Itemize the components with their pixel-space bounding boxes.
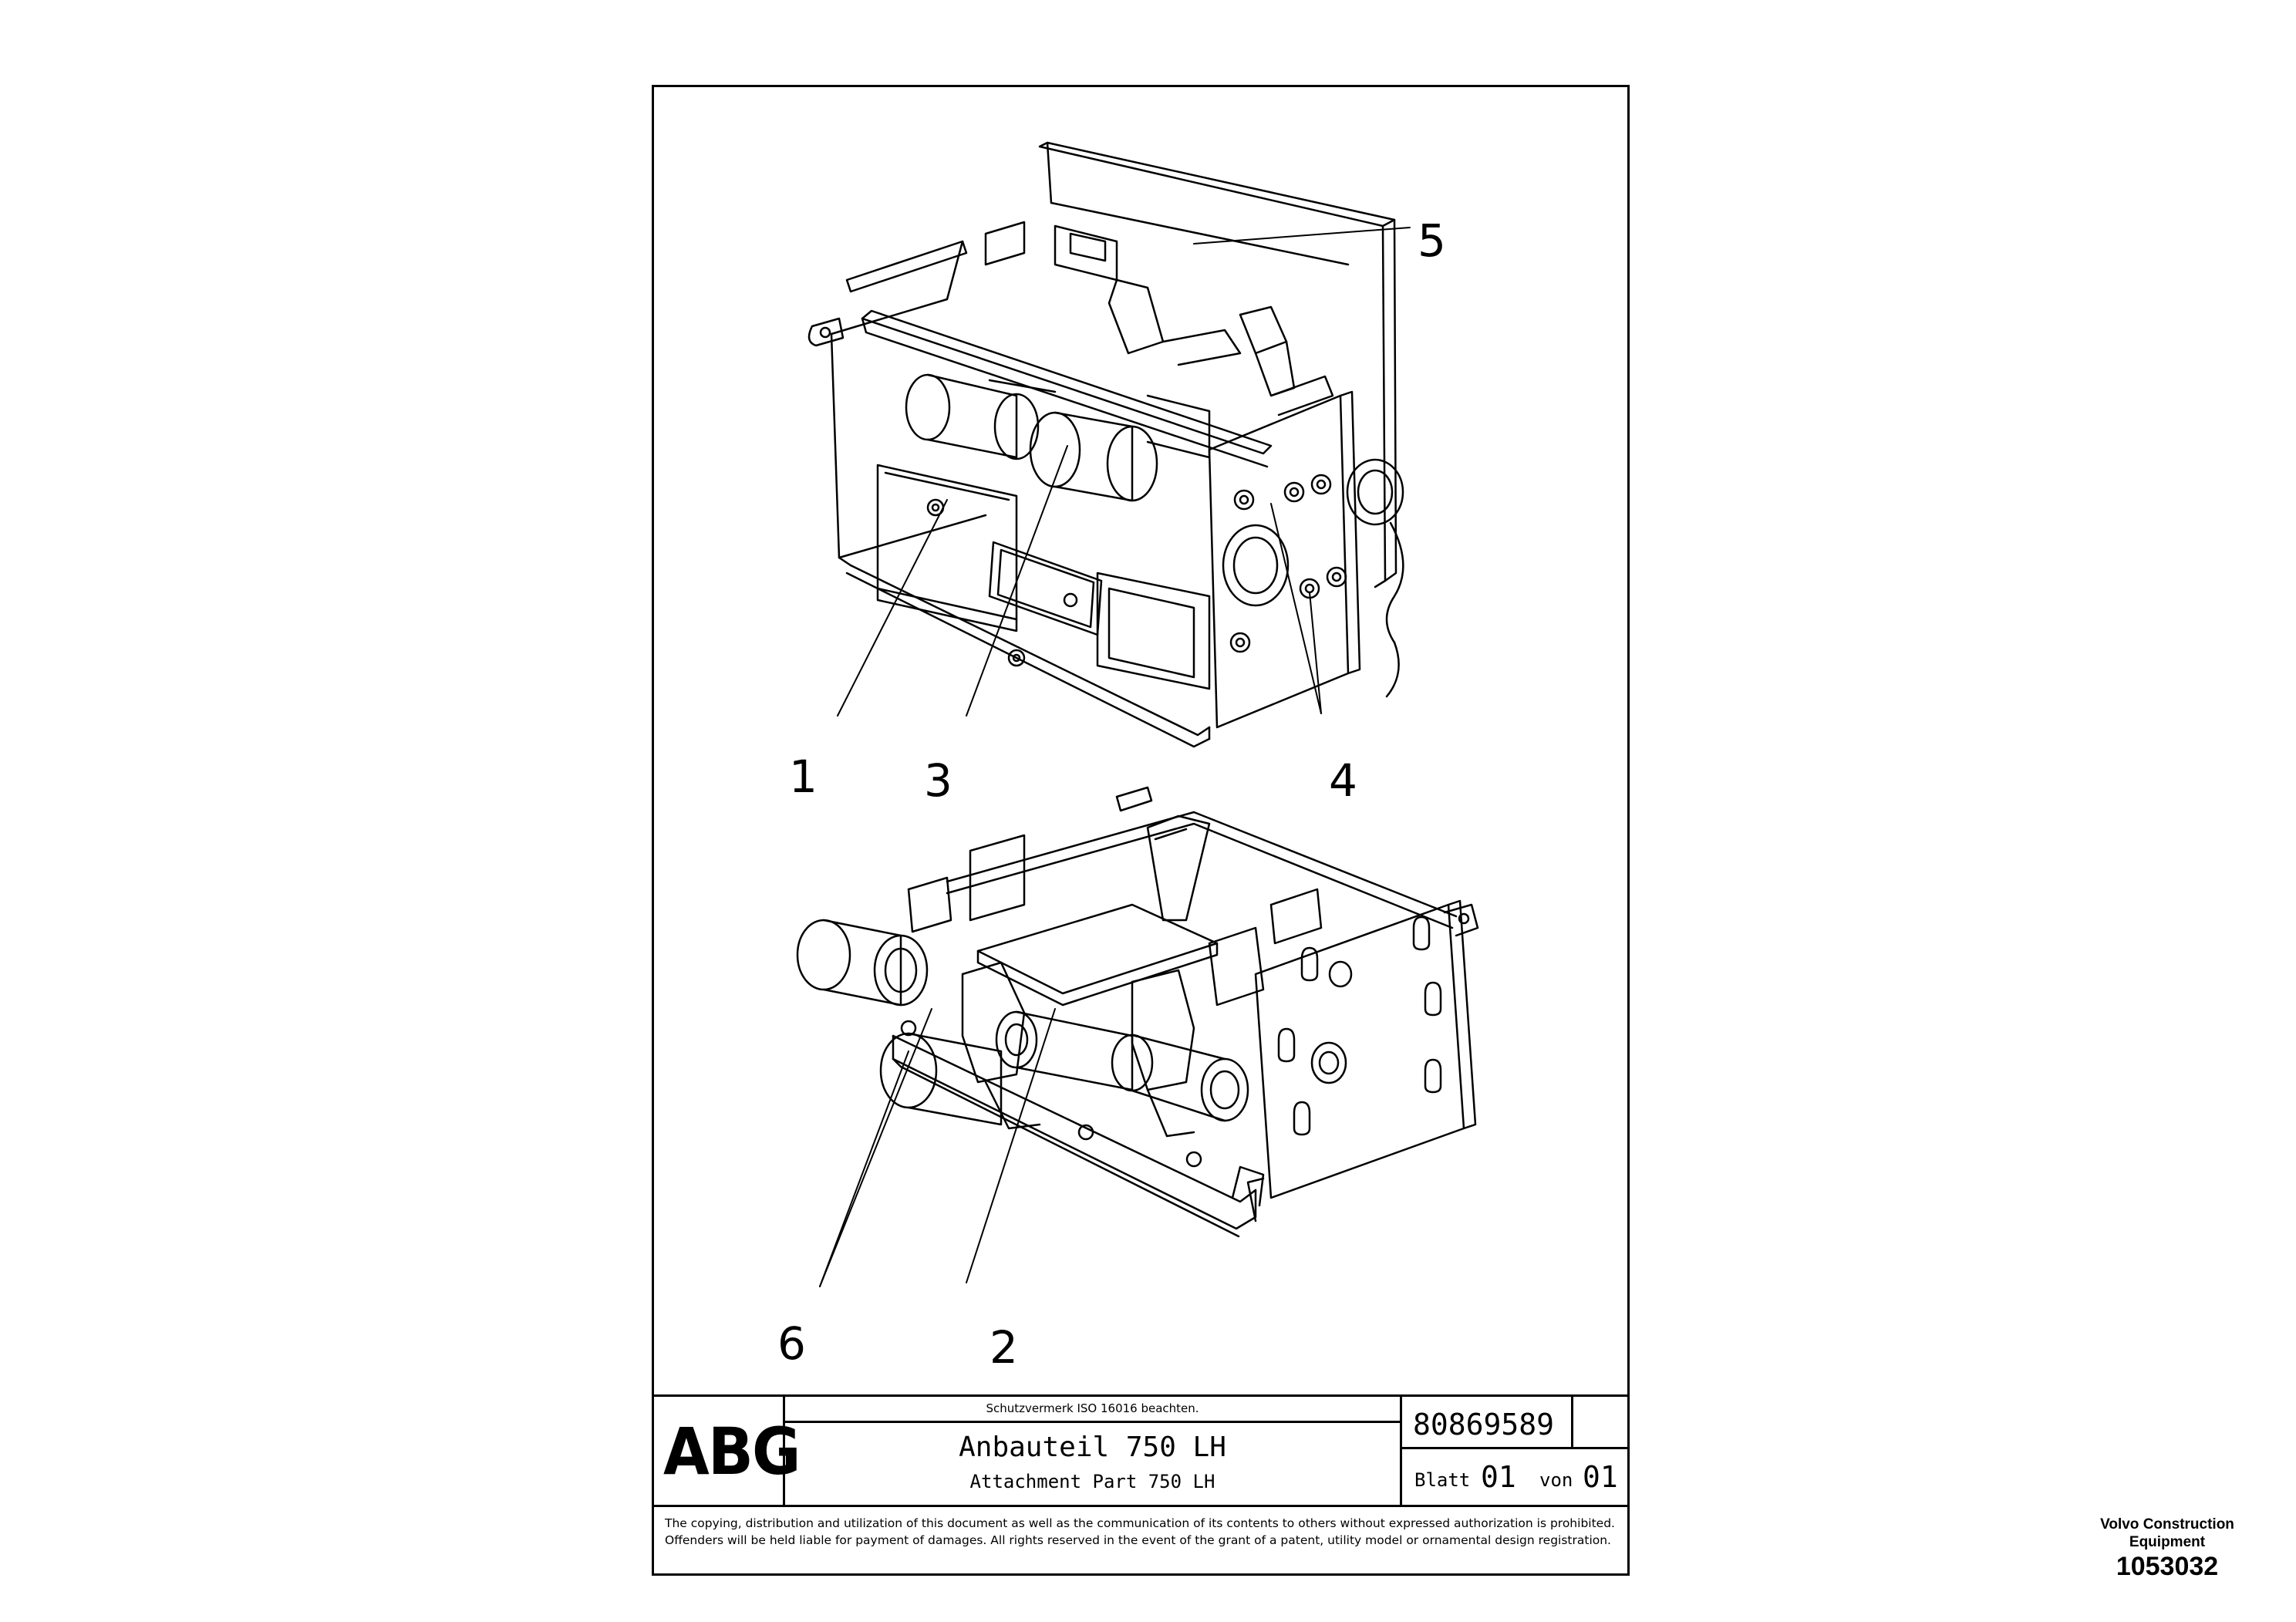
exploded-view-illustration — [796, 141, 1479, 1287]
publisher-name: Volvo Construction Equipment — [2100, 1516, 2234, 1550]
sheet-total: 01 — [1583, 1460, 1618, 1494]
callout-3: 3 — [924, 754, 952, 807]
abg-logo: ABG — [663, 1414, 801, 1489]
title-german: Anbauteil 750 LH — [959, 1431, 1226, 1463]
sheet-number: 01 — [1481, 1460, 1516, 1494]
illustration-id: 1053032 — [2116, 1552, 2219, 1581]
protection-note: Schutzvermerk ISO 16016 beachten. — [785, 1397, 1400, 1423]
callout-2: 2 — [990, 1321, 1018, 1374]
logo-cell: ABG — [654, 1397, 801, 1505]
end-plate-keyholes — [1277, 916, 1442, 1136]
callout-4: 4 — [1329, 754, 1357, 807]
top-assembly-illustration — [807, 141, 1411, 748]
title-cell: Schutzvermerk ISO 16016 beachten. Anbaut… — [785, 1397, 1402, 1505]
bottom-assembly-illustration — [796, 786, 1479, 1287]
title-block: ABG Schutzvermerk ISO 16016 beachten. An… — [654, 1394, 1627, 1573]
callout-1: 1 — [789, 750, 818, 803]
publisher-stamp: Volvo Construction Equipment 1053032 — [2082, 1516, 2252, 1582]
copyright-notice: The copying, distribution and utilizatio… — [654, 1505, 1627, 1576]
drawing-number-cell: 80869589 — [1402, 1397, 1573, 1449]
sheet-cell: Blatt 01 von 01 — [1402, 1449, 1627, 1505]
revision-cell — [1573, 1397, 1627, 1449]
of-label: von — [1539, 1469, 1573, 1491]
sheet-label: Blatt — [1414, 1469, 1471, 1491]
title-english: Attachment Part 750 LH — [969, 1471, 1215, 1492]
callout-6: 6 — [777, 1317, 806, 1370]
drawing-number: 80869589 — [1413, 1408, 1555, 1442]
drawing-sheet: 5 1 3 4 6 2 ABG Schutzvermerk ISO 16016 … — [652, 85, 1630, 1576]
callout-5: 5 — [1418, 214, 1446, 267]
